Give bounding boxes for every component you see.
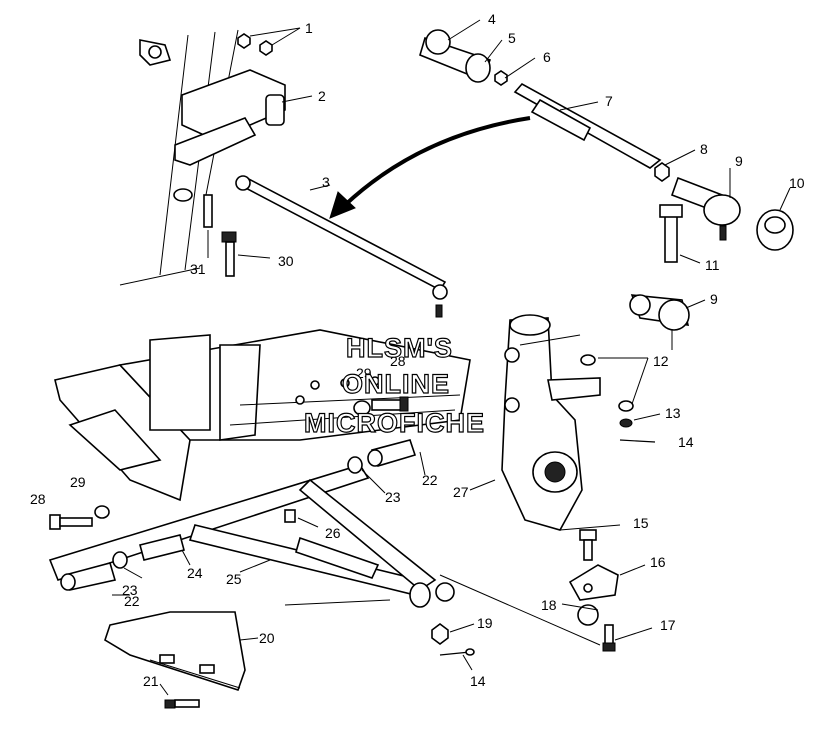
watermark-line-3: MICROFICHE [304,408,485,438]
callout-27: 27 [453,484,469,500]
callout-14-lower: 14 [470,673,486,689]
guard-part-20 [104,611,246,692]
callout-7: 7 [605,93,613,109]
callout-2: 2 [318,88,326,104]
callout-22-upper: 22 [422,472,438,488]
a-arm-part-25 [48,464,455,608]
callout-15: 15 [633,515,649,531]
curved-arrow [329,116,531,219]
callout-28-left: 28 [30,491,46,507]
callout-14-upper: 14 [678,434,694,450]
callout-3: 3 [322,174,330,190]
callout-31: 31 [190,261,206,277]
steering-post-assembly [119,29,286,286]
callout-23-lower: 23 [122,582,138,598]
callout-11: 11 [705,257,720,273]
callout-4: 4 [488,11,496,27]
callout-6: 6 [543,49,551,65]
frame [54,329,471,502]
callout-26: 26 [325,525,341,541]
callout-9-lower: 9 [710,291,718,307]
bolt-part-28-upper [353,396,409,416]
callout-13: 13 [665,405,681,421]
callout-10: 10 [789,175,805,191]
callout-18: 18 [541,597,557,613]
callout-numbers: 1 2 3 4 5 6 7 8 9 10 11 9 12 13 14 22 23… [30,11,805,689]
callout-23-upper: 23 [385,489,401,505]
washers-part-12-13 [580,354,661,443]
leader-lines [112,19,791,696]
callout-22-lower: 22 [124,593,140,609]
stud-part-11 [659,204,683,263]
callout-9-upper: 9 [735,153,743,169]
bushings-part-22-23-24 [60,439,417,591]
callout-1: 1 [305,20,313,36]
grease-fitting-part-26 [284,509,319,528]
callout-5: 5 [508,30,516,46]
callout-20: 20 [259,630,275,646]
callout-17: 17 [660,617,676,633]
callout-19: 19 [477,615,493,631]
callout-25: 25 [226,571,242,587]
ball-joint-parts-15-18 [568,529,619,652]
callout-29-upper: 29 [356,365,372,381]
callout-12: 12 [653,353,669,369]
watermark-line-1: HLSM'S [346,333,453,363]
tie-rod-part-3 [235,175,448,318]
watermark: HLSM'S ONLINE MICROFICHE [303,332,485,438]
callout-28-upper: 28 [390,353,406,369]
callout-30: 30 [278,253,294,269]
cotter-pin-part-14-lower [439,648,475,656]
callout-8: 8 [700,141,708,157]
callout-16: 16 [650,554,666,570]
bolts-part-30-31 [203,194,271,277]
callout-29-left: 29 [70,474,86,490]
tie-rod-end-parts-4-10 [419,29,794,251]
tie-rod-end-part-9-lower [629,294,690,331]
bolt-part-28-left [49,505,110,530]
nut-part-19 [431,623,449,645]
nut-part-1 [237,27,301,56]
spindle-part-27 [501,314,601,531]
callout-24: 24 [187,565,203,581]
watermark-line-2: ONLINE [342,369,450,399]
bolt-part-21 [164,699,200,709]
callout-21: 21 [143,673,159,689]
